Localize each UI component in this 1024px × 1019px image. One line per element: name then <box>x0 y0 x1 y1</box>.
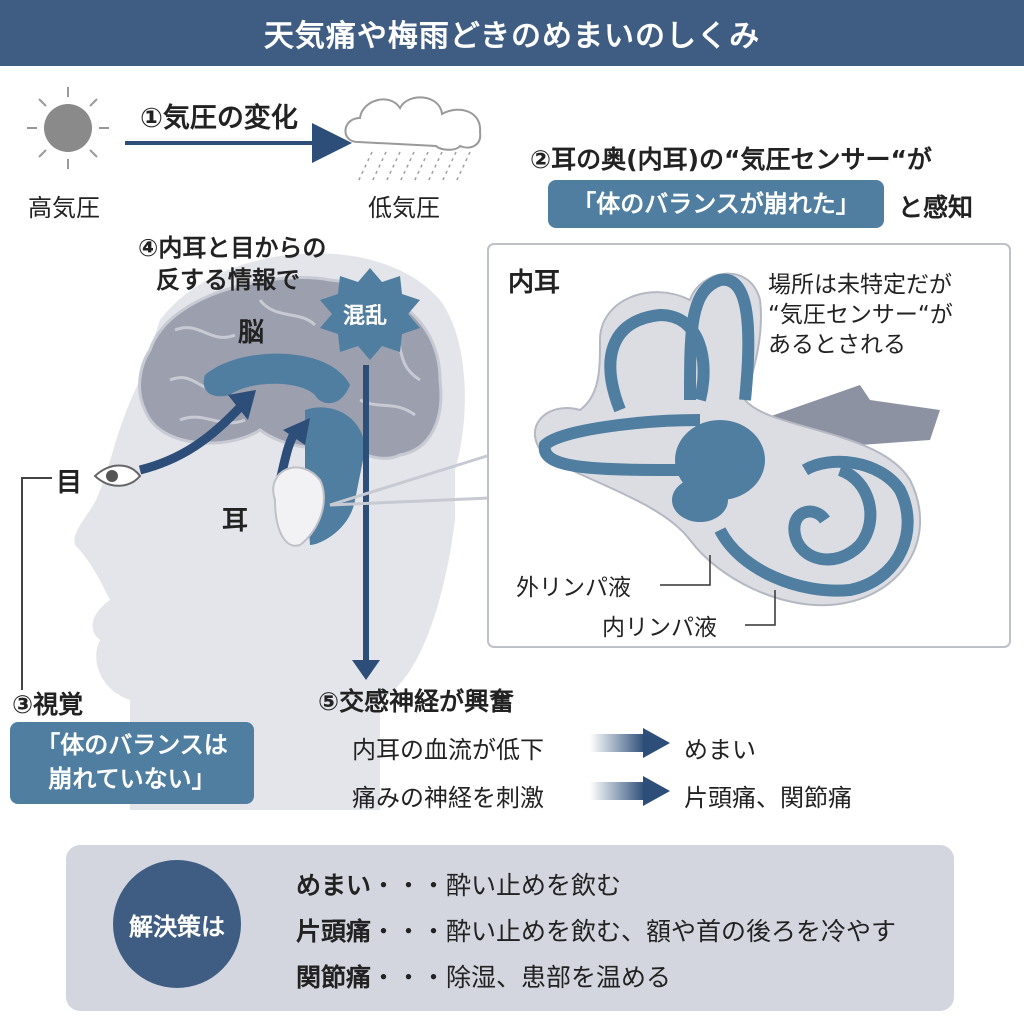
ear-outline <box>272 466 325 547</box>
eye-to-brain-arrow <box>138 400 247 475</box>
confusion-burst-icon <box>320 268 420 360</box>
page-title: 天気痛や梅雨どきのめまいのしくみ <box>263 19 761 54</box>
solution-sep: ・・・ <box>371 871 447 900</box>
step4-line2: 反する情報で <box>156 266 300 294</box>
solution-text: 酔い止めを飲む、額や首の後ろを冷やす <box>446 917 897 946</box>
solution-item-joint-pain: 関節痛・・・除湿、患部を温める <box>296 958 671 994</box>
solutions-badge-label: 解決策は <box>129 912 225 941</box>
solution-item-dizziness: めまい・・・酔い止めを飲む <box>296 866 621 902</box>
effect-cause-2: 痛みの神経を刺激 <box>352 784 544 812</box>
balance-not-broken-pill: 「体のバランスは 崩れていない」 <box>10 722 254 804</box>
effect-result-1: めまい <box>684 736 756 764</box>
solutions-badge: 解決策は <box>113 860 241 988</box>
solution-text: 酔い止めを飲む <box>446 871 622 900</box>
eye-icon <box>93 464 142 487</box>
confusion-label: 混乱 <box>343 304 388 329</box>
low-pressure-label: 低気圧 <box>368 194 440 222</box>
effect-cause-1: 内耳の血流が低下 <box>352 736 544 764</box>
sensor-note: 場所は未特定だが “気圧センサー“が あるとされる <box>768 270 953 360</box>
perilymph-label: 外リンパ液 <box>516 575 631 601</box>
inner-ear-title: 内耳 <box>508 268 561 298</box>
eye-label: 目 <box>56 468 83 498</box>
sensor-note-line2: “気圧センサー“が <box>768 302 953 328</box>
step3-label: ③視覚 <box>12 690 84 719</box>
solution-sep: ・・・ <box>371 917 447 946</box>
step2-suffix: と感知 <box>898 193 974 222</box>
inner-ear-illustration <box>533 272 940 626</box>
step2-label: ②耳の奥(内耳)の“気圧センサー“が <box>530 145 932 174</box>
step3-pill-line2: 崩れていない」 <box>48 765 216 793</box>
ear-label: 耳 <box>222 506 249 536</box>
solution-term: 片頭痛 <box>296 917 372 946</box>
title-banner: 天気痛や梅雨どきのめまいのしくみ <box>0 0 1024 66</box>
step5-label: ⑤交感神経が興奮 <box>318 687 515 716</box>
sensor-note-line1: 場所は未特定だが <box>768 272 952 298</box>
headache-arrow <box>590 776 670 806</box>
step4-line1: ④内耳と目からの <box>138 234 327 262</box>
brain-label: 脳 <box>238 318 265 348</box>
effect-result-2: 片頭痛、関節痛 <box>684 784 852 812</box>
solution-term: めまい <box>296 871 372 900</box>
dizziness-arrow <box>590 728 670 758</box>
high-pressure-label: 高気圧 <box>28 194 100 222</box>
balance-broken-pill: 「体のバランスが崩れた」 <box>548 180 884 228</box>
sensor-note-line3: あるとされる <box>768 332 906 358</box>
step1-label: ①気圧の変化 <box>140 103 298 134</box>
solution-item-migraine: 片頭痛・・・酔い止めを飲む、額や首の後ろを冷やす <box>296 912 896 948</box>
rain-cloud-icon <box>344 96 482 183</box>
step4-label: ④内耳と目からの 反する情報で <box>138 232 326 296</box>
solution-sep: ・・・ <box>371 963 447 992</box>
sun-icon <box>27 87 109 169</box>
solution-text: 除湿、患部を温める <box>446 963 672 992</box>
step3-pill-line1: 「体のバランスは <box>36 731 228 759</box>
eye-label-bracket <box>21 477 52 690</box>
endolymph-label: 内リンパ液 <box>602 615 717 641</box>
solution-term: 関節痛 <box>296 963 372 992</box>
